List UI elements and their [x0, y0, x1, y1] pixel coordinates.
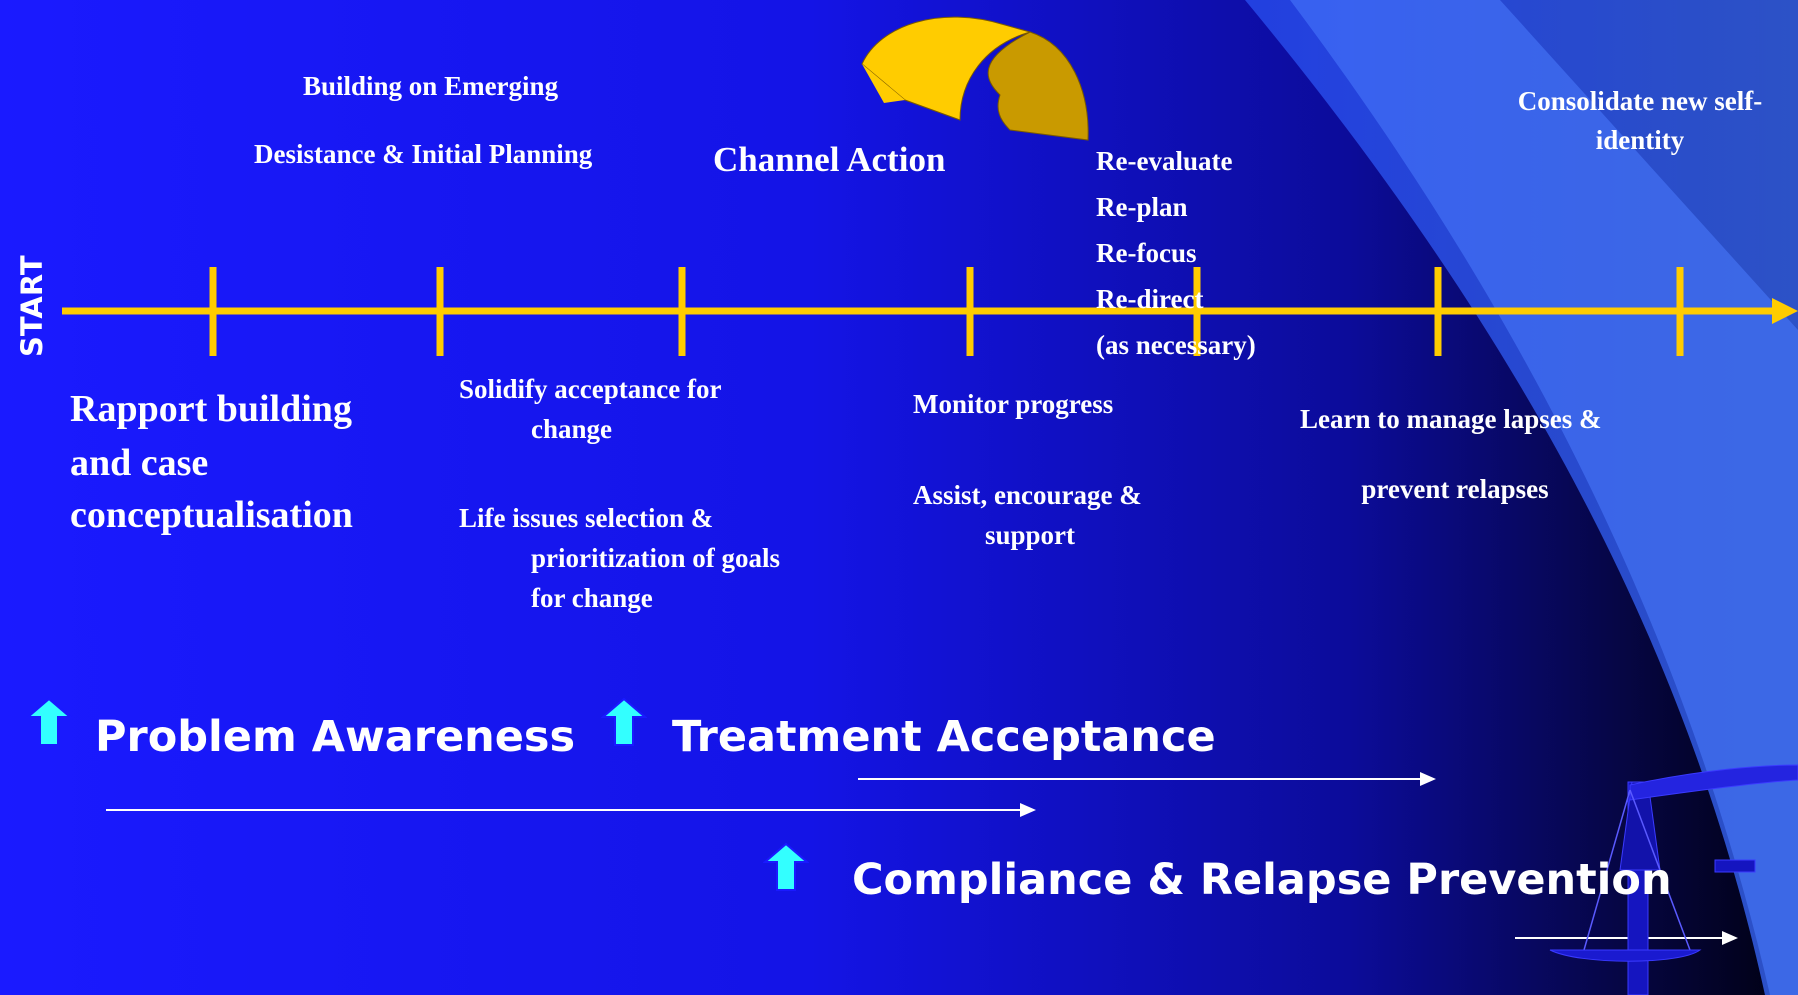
lapses-block: Learn to manage lapses & prevent relapse… — [1300, 384, 1680, 524]
up-arrow-icon — [601, 697, 647, 746]
problem-awareness-label: Problem Awareness — [95, 712, 576, 762]
light-beam-core — [1290, 0, 1798, 995]
phase-arrows — [106, 772, 1738, 945]
up-arrow-icon — [26, 697, 72, 746]
monitor-progress-label: Monitor progress — [913, 389, 1114, 419]
rapport-line-2: and case — [70, 442, 209, 484]
rapport-building-block: Rapport building and case conceptualisat… — [70, 379, 353, 543]
rapport-line-1: Rapport building — [70, 388, 352, 430]
assist-line-2: support — [985, 520, 1076, 550]
consolidate-label: Consolidate new self-identity — [1517, 86, 1763, 155]
life-line-2: prioritization of goals — [531, 543, 780, 573]
compliance-relapse-label: Compliance & Relapse Prevention — [852, 855, 1672, 905]
lapses-line-2: prevent relapses — [1361, 474, 1549, 504]
treatment-acceptance-label: Treatment Acceptance — [672, 712, 1216, 762]
re-focus-label: Re-focus — [1096, 238, 1197, 268]
channel-action-label: Channel Action — [713, 140, 946, 179]
life-line-3: for change — [531, 583, 653, 613]
solidify-line-1: Solidify acceptance for — [459, 374, 722, 404]
lapses-line-1: Learn to manage lapses & — [1300, 404, 1602, 434]
re-items-list: Re-evaluate Re-plan Re-focus Re-direct (… — [1096, 138, 1256, 368]
assist-block: Assist, encourage & support — [913, 475, 1142, 555]
re-plan-label: Re-plan — [1096, 192, 1188, 222]
solidify-line-2: change — [531, 414, 612, 444]
up-arrow-icon — [763, 842, 809, 891]
life-line-1: Life issues selection & — [459, 503, 714, 533]
desistance-planning-label: Desistance & Initial Planning — [254, 139, 593, 169]
timeline-ticks — [209, 267, 1684, 356]
solidify-block: Solidify acceptance for change — [459, 369, 721, 449]
life-issues-block: Life issues selection & prioritization o… — [459, 498, 780, 618]
assist-line-1: Assist, encourage & — [913, 480, 1142, 510]
start-label: START — [15, 255, 49, 357]
rapport-line-3: conceptualisation — [70, 494, 353, 536]
timeline-arrowhead — [1772, 298, 1798, 324]
curved-arrow-icon — [861, 16, 1089, 141]
re-evaluate-label: Re-evaluate — [1096, 146, 1233, 176]
as-necessary-label: (as necessary) — [1096, 330, 1256, 360]
building-on-emerging-label: Building on Emerging — [303, 71, 559, 101]
scales-icon — [1549, 764, 1798, 995]
re-direct-label: Re-direct — [1096, 284, 1204, 314]
